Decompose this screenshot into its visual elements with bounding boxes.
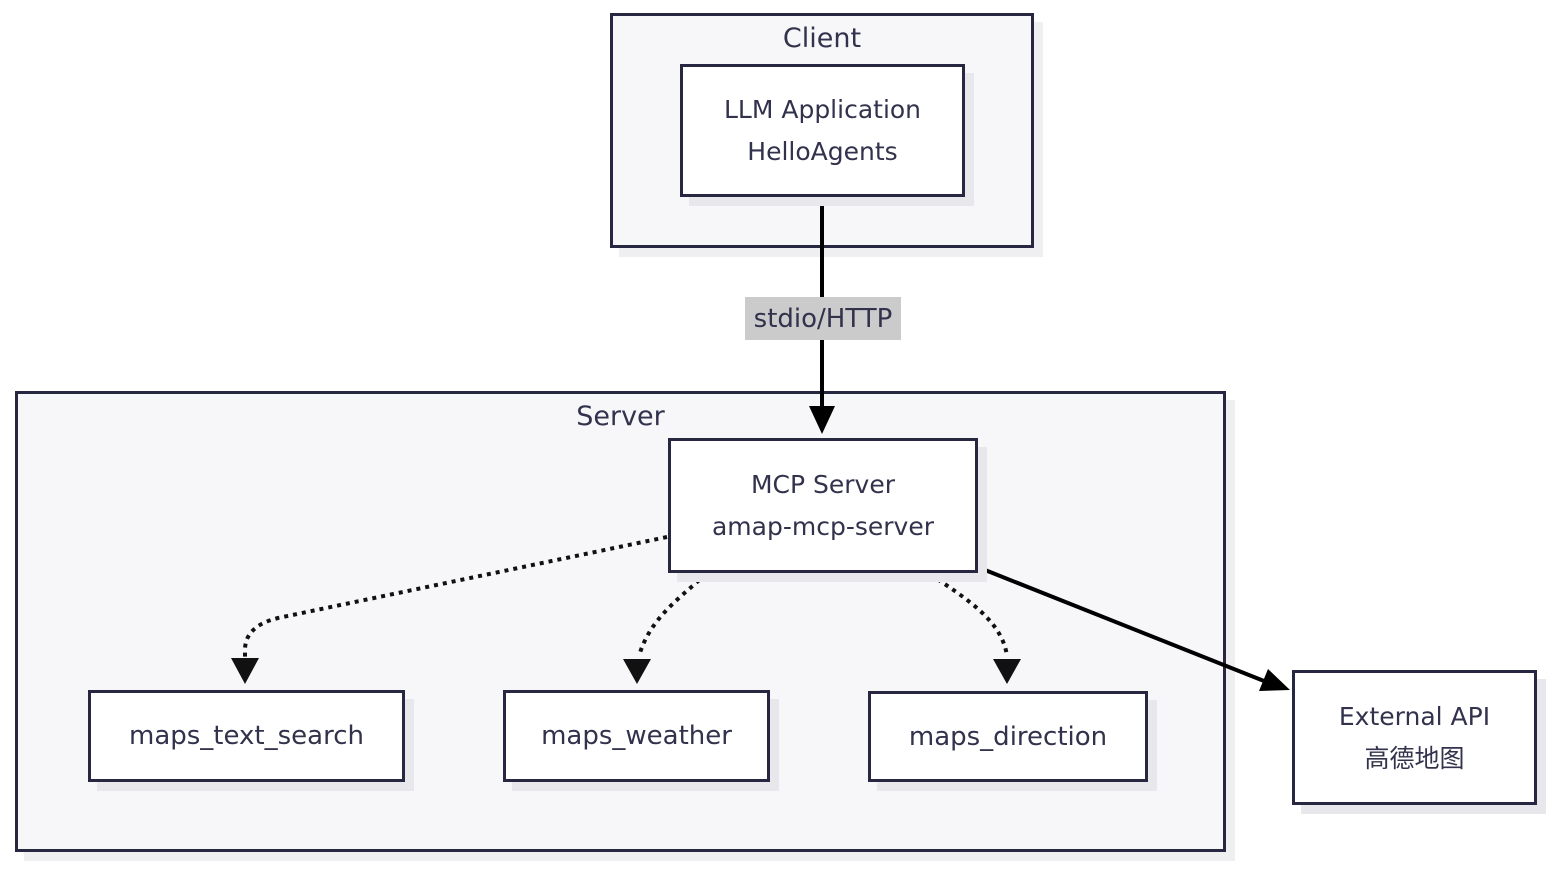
maps-text-search-label: maps_text_search xyxy=(129,721,364,751)
llm-application-node: LLM Application HelloAgents xyxy=(680,64,965,197)
mcp-server-node-line2: amap-mcp-server xyxy=(711,511,934,541)
transport-edge-label: stdio/HTTP xyxy=(745,297,901,340)
maps-direction-node: maps_direction xyxy=(868,691,1148,782)
external-api-node-line1: External API xyxy=(1338,701,1491,731)
maps-weather-label: maps_weather xyxy=(541,721,732,751)
external-api-node: External API 高德地图 xyxy=(1292,670,1537,805)
mcp-server-node: MCP Server amap-mcp-server xyxy=(668,438,978,573)
server-group-label: Server xyxy=(576,401,665,432)
maps-weather-node: maps_weather xyxy=(503,690,770,782)
llm-application-node-line2: HelloAgents xyxy=(747,136,898,166)
maps-text-search-node: maps_text_search xyxy=(88,690,405,782)
external-api-node-line2: 高德地图 xyxy=(1364,743,1465,773)
llm-application-node-line1: LLM Application xyxy=(723,94,922,124)
mcp-server-node-line1: MCP Server xyxy=(750,469,896,499)
client-group-label: Client xyxy=(782,23,862,54)
maps-direction-label: maps_direction xyxy=(908,721,1108,752)
server-group-box: Server xyxy=(15,391,1226,852)
